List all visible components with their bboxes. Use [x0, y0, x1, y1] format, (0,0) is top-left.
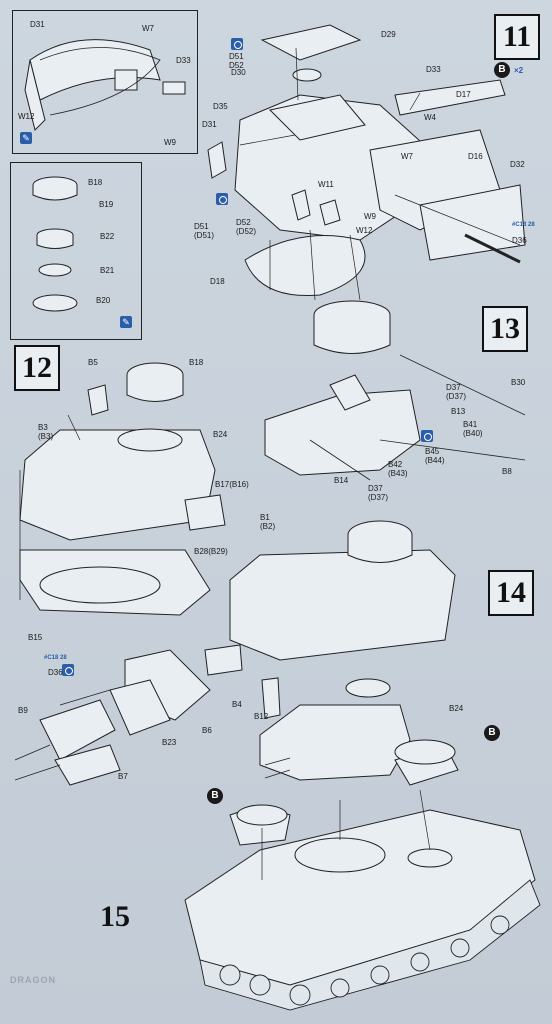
part-label: B17(B16) — [215, 480, 249, 489]
part-label: D31 — [202, 120, 217, 129]
brand-footer: DRAGON — [10, 975, 56, 985]
part-label: D32 — [510, 160, 525, 169]
part-label: W12 — [18, 112, 35, 121]
inset-panel-cupola — [10, 162, 142, 340]
turret-shell-step14 — [229, 549, 456, 661]
option-b-badge: B — [207, 788, 223, 804]
step-number-12: 12 — [14, 345, 60, 391]
part-label: B4 — [232, 700, 242, 709]
part-label: D16 — [468, 152, 483, 161]
part-label: W12 — [356, 226, 373, 235]
part-label: D51 D52 — [229, 52, 244, 70]
part-label: B45 (B44) — [425, 447, 445, 465]
turret-shell-b24 — [19, 429, 216, 541]
part-label: B18 — [189, 358, 204, 367]
quantity-badge: ×2 — [514, 66, 524, 75]
part-label: D17 — [456, 90, 471, 99]
part-label: D35 — [213, 102, 228, 111]
step-number-15: 15 — [100, 900, 130, 933]
part-label: B21 — [100, 266, 115, 275]
step-number-14: 14 — [488, 570, 534, 616]
step-number-13: 13 — [482, 306, 528, 352]
part-label: B41 (B40) — [463, 420, 483, 438]
cement-icon — [231, 38, 243, 50]
part-label: D31 — [30, 20, 45, 29]
part-label: B1 (B2) — [260, 513, 276, 531]
inset-panel-turret-detail — [12, 10, 198, 154]
option-b-badge: B — [494, 62, 510, 78]
cement-icon — [216, 193, 228, 205]
step-number-11: 11 — [494, 14, 540, 60]
part-label: B8 — [502, 467, 512, 476]
part-label: D37 (D37) — [368, 484, 389, 502]
part-label: W7 — [401, 152, 413, 161]
part-label: W9 — [164, 138, 176, 147]
part-label: B12 — [254, 712, 269, 721]
turret-ring-d18 — [244, 235, 366, 297]
part-label: B3 (B3) — [38, 423, 54, 441]
pencil-icon: ✎ — [120, 316, 132, 328]
part-label: B15 — [28, 633, 43, 642]
part-label: B18 — [88, 178, 103, 187]
part-label: B5 — [88, 358, 98, 367]
part-label: D30 — [231, 68, 246, 77]
part-label: B24 — [449, 704, 464, 713]
part-label: D29 — [381, 30, 396, 39]
part-label: B7 — [118, 772, 128, 781]
part-label: B13 — [451, 407, 466, 416]
part-label: D33 — [426, 65, 441, 74]
part-label: B22 — [100, 232, 115, 241]
part-label: D37 (D37) — [446, 383, 467, 401]
option-b-badge: B — [484, 725, 500, 741]
part-label: B19 — [99, 200, 114, 209]
part-label: D36 — [512, 236, 527, 245]
part-label: B23 — [162, 738, 177, 747]
part-label: B20 — [96, 296, 111, 305]
part-label: W4 — [424, 113, 436, 122]
cement-icon — [62, 664, 74, 676]
part-label: B9 — [18, 706, 28, 715]
part-label: D36 — [48, 668, 63, 677]
part-label: B14 — [334, 476, 349, 485]
part-label: B6 — [202, 726, 212, 735]
part-label: D52 (D52) — [236, 218, 257, 236]
turret-hatch-d29 — [260, 24, 362, 61]
side-rail-d17 — [394, 79, 506, 116]
part-reference-tag: #C18 28 — [512, 222, 535, 228]
part-label: W9 — [364, 212, 376, 221]
part-label: D33 — [176, 56, 191, 65]
part-reference-tag: #C18 28 — [44, 655, 67, 661]
part-label: B42 (B43) — [388, 460, 408, 478]
part-label: D51 (D51) — [194, 222, 215, 240]
part-label: B30 — [511, 378, 526, 387]
part-label: B28(B29) — [194, 547, 228, 556]
pencil-icon: ✎ — [20, 132, 32, 144]
cement-icon — [421, 430, 433, 442]
part-label: W7 — [142, 24, 154, 33]
part-label: D18 — [210, 277, 225, 286]
part-label: W11 — [318, 180, 334, 189]
part-label: B24 — [213, 430, 228, 439]
